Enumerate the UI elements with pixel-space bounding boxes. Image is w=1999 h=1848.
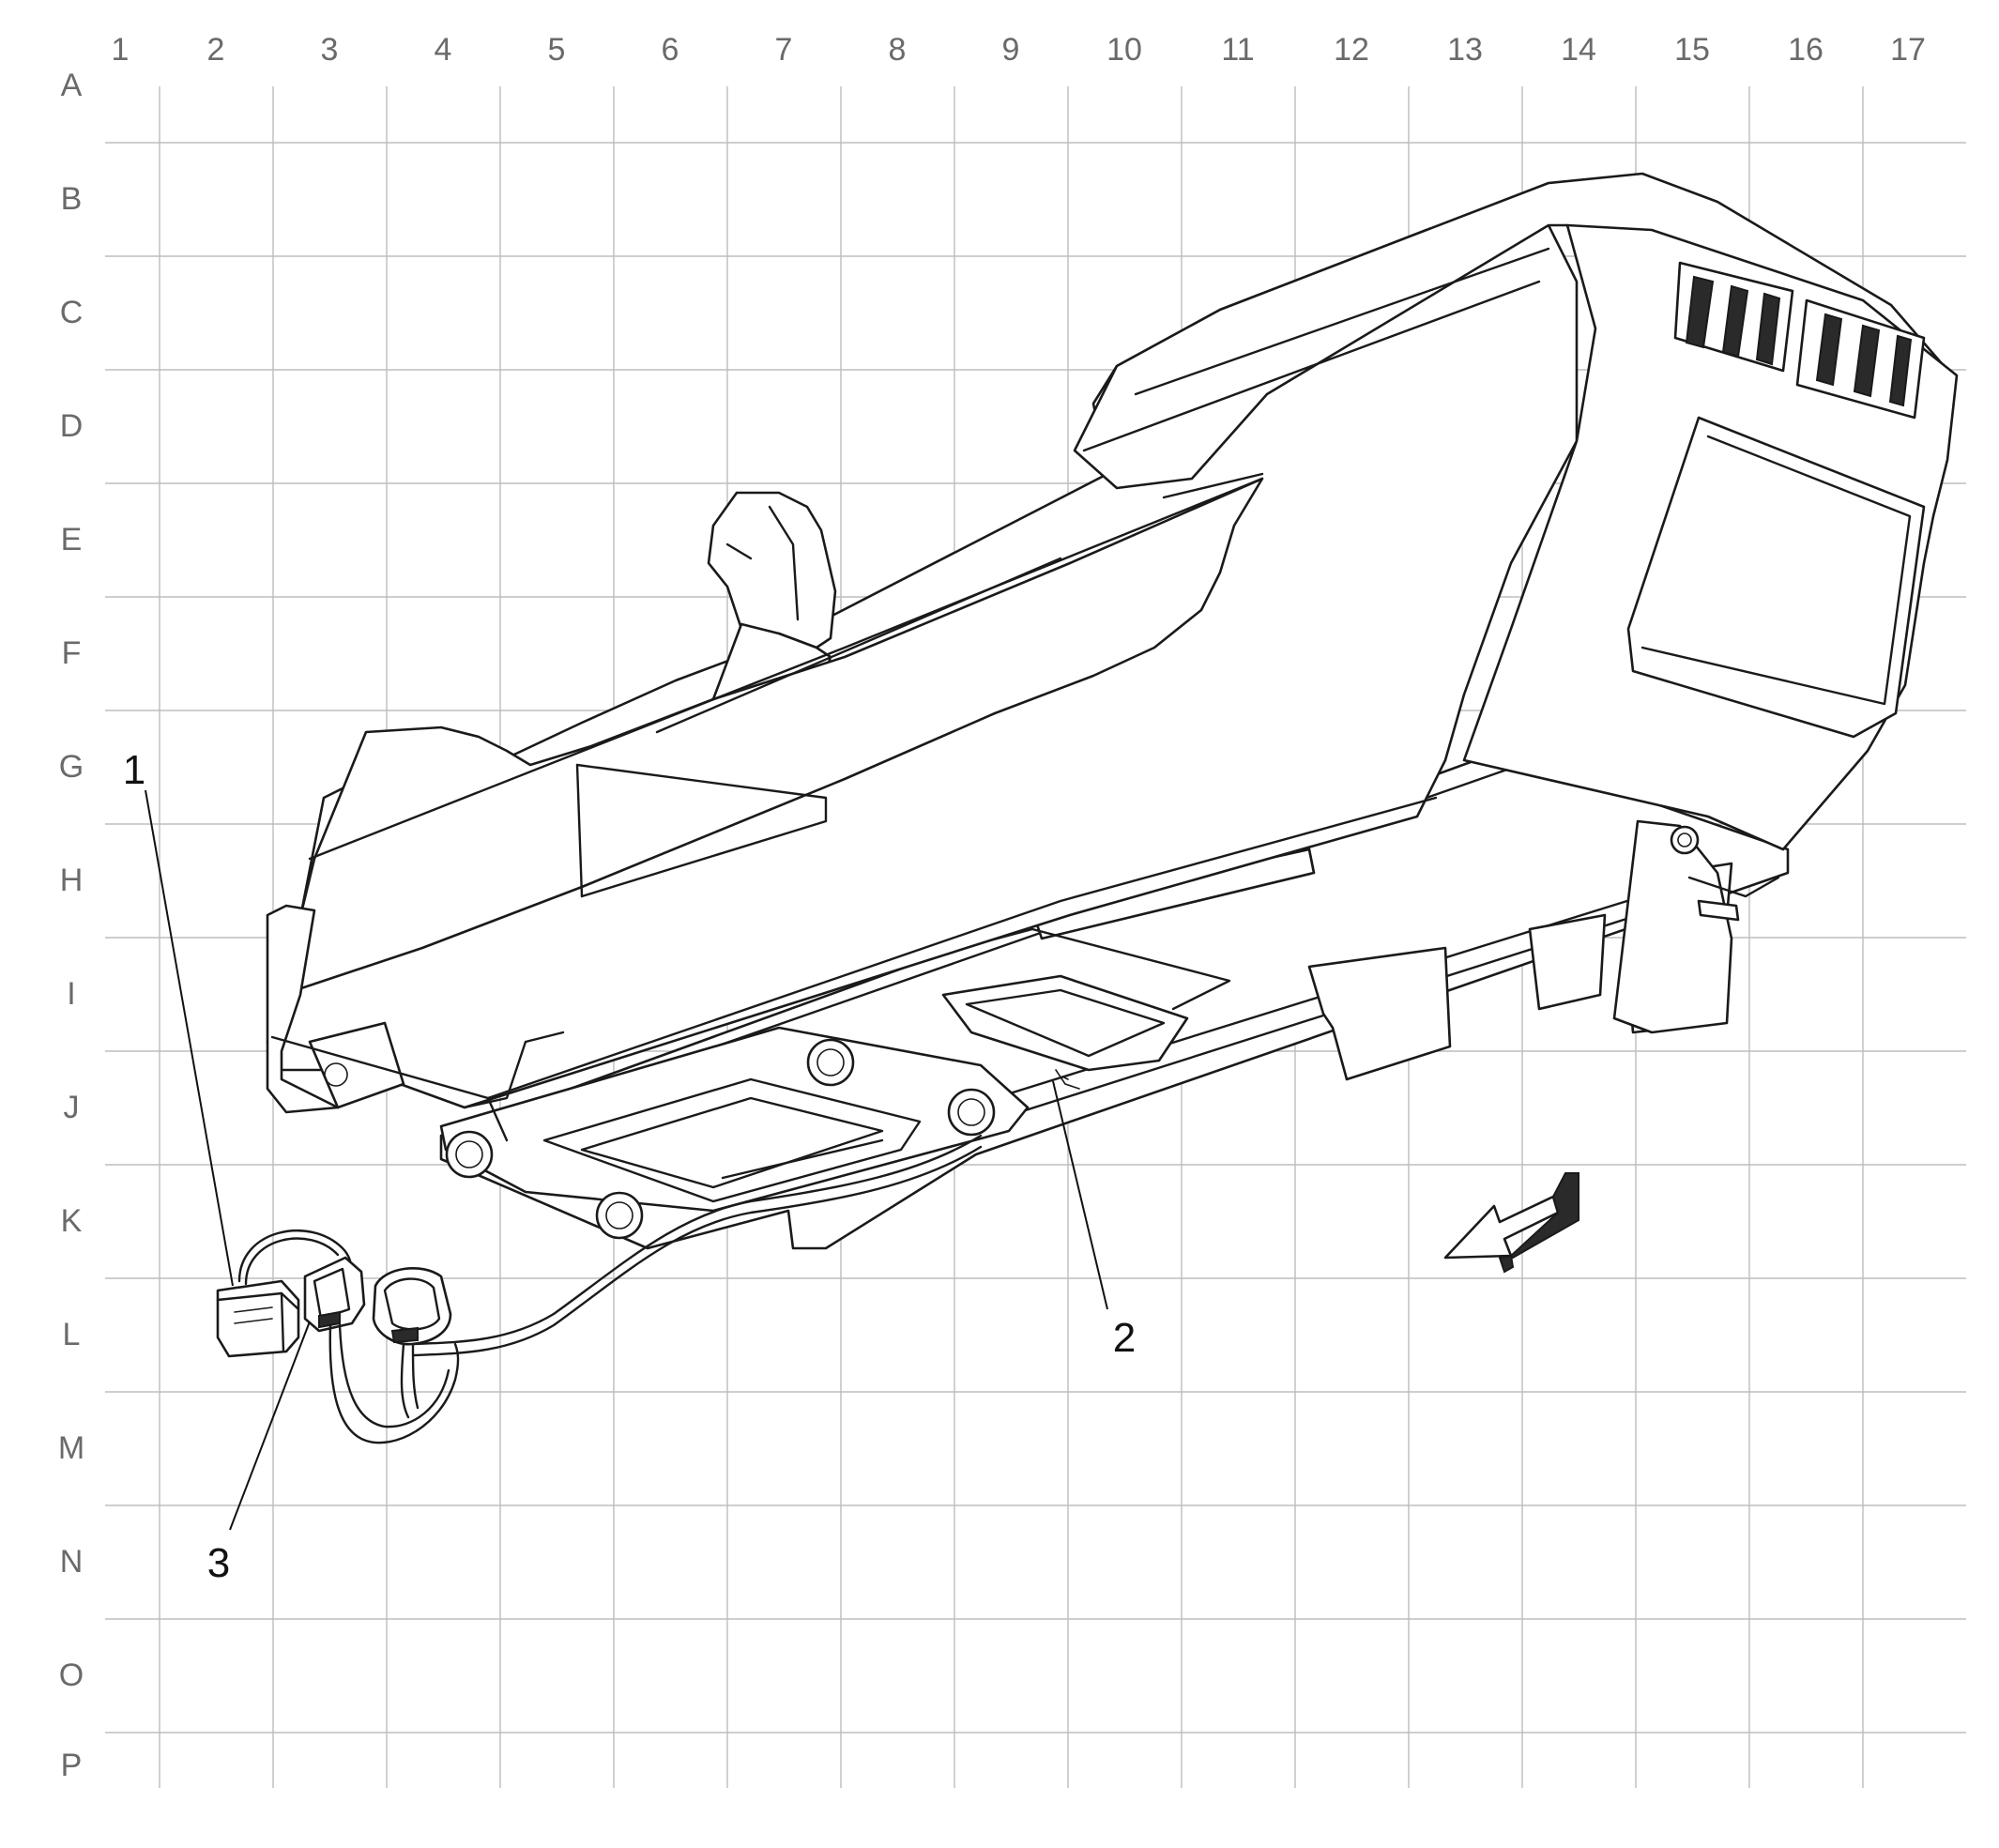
wiring-harness	[411, 1134, 983, 1346]
row-label: O	[59, 1657, 84, 1693]
column-label: 12	[1334, 32, 1369, 68]
callout-1-leader	[145, 789, 234, 1287]
callout-3-label: 3	[207, 1540, 230, 1586]
row-label: L	[63, 1317, 81, 1352]
column-labels: 1 2 3 4 5 6 7 8 9 10 11 12 13 14 15 16 1…	[112, 32, 1926, 68]
column-label: 16	[1788, 32, 1824, 68]
column-label: 9	[1002, 32, 1020, 68]
row-label: I	[67, 976, 75, 1012]
column-label: 17	[1890, 32, 1926, 68]
callout-3: 3	[207, 1321, 311, 1586]
column-label: 4	[435, 32, 452, 68]
console-front-end-cap	[266, 904, 340, 1114]
mounting-grommet	[595, 1191, 644, 1240]
console-shifter-surround	[280, 477, 1264, 997]
console-bracket-tab	[1307, 946, 1452, 1081]
rear-air-vent	[1673, 261, 1926, 420]
column-label: 11	[1221, 32, 1254, 68]
row-label: J	[64, 1090, 80, 1125]
column-label: 14	[1561, 32, 1596, 68]
mounting-grommet	[445, 1130, 494, 1179]
row-label: G	[59, 749, 84, 785]
front-direction-arrow-icon	[1443, 1172, 1579, 1274]
column-label: 13	[1447, 32, 1483, 68]
row-label: K	[61, 1203, 83, 1239]
console-rear-panel-window	[1626, 416, 1926, 739]
callout-2: 2	[1052, 1080, 1136, 1361]
row-label: P	[61, 1748, 83, 1783]
console-front-mount-tab	[308, 1021, 405, 1109]
callout-2-leader	[1052, 1080, 1108, 1310]
row-label: D	[60, 408, 84, 444]
column-label: 15	[1674, 32, 1710, 68]
column-label: 6	[662, 32, 679, 68]
row-label: H	[60, 863, 84, 898]
column-label: 1	[112, 32, 130, 68]
callout-2-label: 2	[1113, 1315, 1136, 1361]
row-label: E	[61, 522, 83, 557]
column-label: 8	[889, 32, 907, 68]
callout-1-label: 1	[123, 747, 145, 793]
row-label: N	[60, 1544, 84, 1580]
column-label: 5	[548, 32, 566, 68]
mounting-grommet	[806, 1038, 855, 1087]
floor-console-illustration	[266, 172, 1959, 1357]
mounting-grommet	[947, 1088, 996, 1137]
row-label: A	[61, 68, 83, 103]
column-label: 7	[775, 32, 793, 68]
connector-1	[216, 1279, 300, 1358]
row-label: F	[62, 635, 82, 671]
harness-connectors	[216, 1229, 460, 1444]
callout-3-leader	[229, 1321, 311, 1531]
console-bracket-tab	[1528, 913, 1607, 1011]
row-labels: A B C D E F G H I J K L M N O P	[58, 68, 84, 1783]
row-label: C	[60, 295, 84, 330]
gear-shift-knob	[707, 491, 837, 649]
callout-1: 1	[123, 747, 234, 1287]
row-label: B	[61, 181, 83, 217]
column-label: 10	[1106, 32, 1142, 68]
row-label: M	[58, 1430, 84, 1466]
column-label: 3	[321, 32, 339, 68]
column-label: 2	[207, 32, 225, 68]
